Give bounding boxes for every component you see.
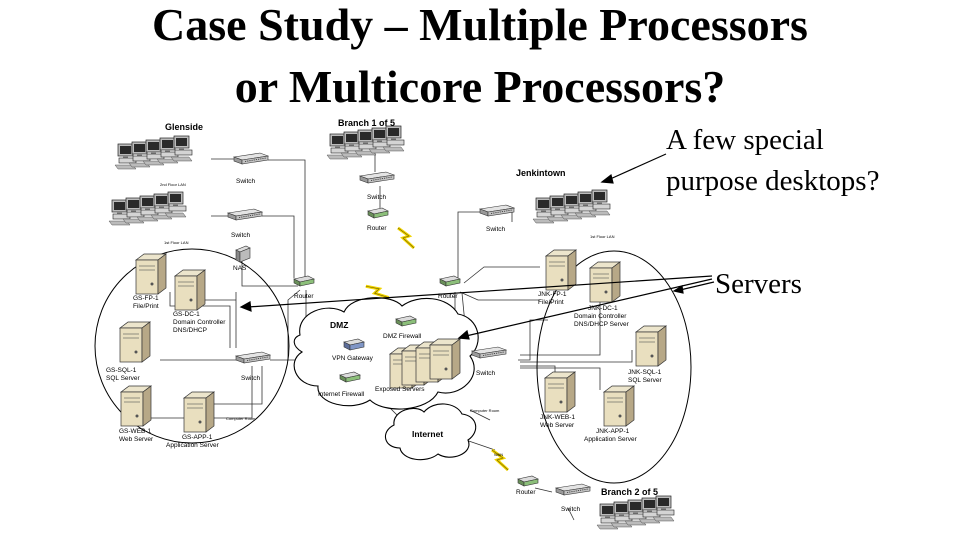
switch-label: Switch	[236, 178, 256, 185]
server-jnk-sql-1: JNK-SQL-1 SQL Server	[628, 325, 667, 384]
svg-text:File/Print: File/Print	[538, 299, 564, 306]
switch-label: Switch	[241, 375, 261, 382]
router-label: Router	[367, 225, 387, 232]
glenside-floor2-switch	[233, 152, 269, 165]
svg-text:JNK-SQL-1: JNK-SQL-1	[628, 369, 662, 376]
site-label-glenside: Glenside	[165, 122, 203, 132]
server-gs-fp-1: GS-FP-1 File/Print	[133, 253, 167, 310]
svg-text:Application Server: Application Server	[166, 442, 220, 449]
nas-label: NAS	[233, 265, 247, 272]
svg-text:JNK-WEB-1: JNK-WEB-1	[540, 414, 575, 421]
jenkintown-switch	[479, 204, 515, 217]
router-label: Router	[294, 293, 314, 300]
wan-link-branch1	[396, 226, 416, 250]
vpn-gateway-label: VPN Gateway	[332, 355, 374, 362]
router-label: Router	[516, 489, 536, 496]
branch2-router	[517, 475, 539, 487]
nas-device	[235, 245, 251, 263]
exposed-servers-label: Exposed Servers	[375, 386, 425, 393]
svg-text:SQL Server: SQL Server	[106, 375, 141, 382]
jenkintown-server-switch	[471, 346, 507, 359]
computer-room-label-jenkintown: Computer Room	[470, 408, 500, 413]
lan-label-gs-floor2: 2nd Floor LAN	[160, 182, 186, 187]
branch2-switch	[555, 483, 591, 496]
glenside-server-ellipse	[94, 248, 290, 444]
branch1-switch	[359, 171, 395, 184]
jenkintown-desktops	[533, 190, 610, 223]
server-jnk-web-1: JNK-WEB-1 Web Server	[540, 371, 576, 429]
server-gs-sql-1: GS-SQL-1 SQL Server	[106, 321, 151, 382]
annotation-arrows	[239, 153, 715, 340]
svg-text:Application Server: Application Server	[584, 436, 638, 443]
wan-label: WAN	[494, 452, 503, 457]
svg-text:Domain Controller: Domain Controller	[574, 313, 627, 320]
switch-label: Switch	[561, 506, 581, 513]
switch-label: Switch	[231, 232, 251, 239]
server-gs-app-1: GS-APP-1 Application Server	[166, 391, 220, 449]
branch1-router	[367, 207, 389, 219]
internet-label: Internet	[412, 429, 443, 439]
glenside-server-switch	[235, 351, 271, 364]
glenside-floor1-switch	[227, 208, 263, 221]
svg-text:GS-APP-1: GS-APP-1	[182, 434, 213, 441]
desktops-note-line-1: A few special	[666, 124, 824, 156]
router-label: Router	[438, 293, 458, 300]
svg-text:Web Server: Web Server	[540, 422, 575, 429]
svg-text:File/Print: File/Print	[133, 303, 159, 310]
glenside-floor2-desktops	[115, 136, 192, 169]
server-gs-web-1: GS-WEB-1 Web Server	[119, 385, 154, 443]
svg-text:Domain Controller: Domain Controller	[173, 319, 226, 326]
svg-text:JNK-FP-1: JNK-FP-1	[538, 291, 567, 298]
svg-text:GS-FP-1: GS-FP-1	[133, 295, 159, 302]
server-jnk-app-1: JNK-APP-1 Application Server	[584, 385, 638, 443]
slide-title-line-2: or Multicore Processors?	[234, 61, 726, 112]
desktops-note-line-2: purpose desktops?	[666, 165, 880, 197]
svg-text:DNS/DHCP Server: DNS/DHCP Server	[574, 321, 630, 328]
svg-text:GS-WEB-1: GS-WEB-1	[119, 428, 152, 435]
svg-text:SQL Server: SQL Server	[628, 377, 663, 384]
switch-label: Switch	[367, 194, 387, 201]
server-jnk-fp-1: JNK-FP-1 File/Print	[538, 249, 577, 306]
switch-label: Switch	[486, 226, 506, 233]
site-label-branch2: Branch 2 of 5	[601, 487, 658, 497]
lan-label-jnk-floor1: 1st Floor LAN	[590, 234, 615, 239]
server-jnk-dc-1: JNK-DC-1 Domain Controller DNS/DHCP Serv…	[574, 261, 630, 328]
site-label-branch1: Branch 1 of 5	[338, 118, 395, 128]
svg-text:DNS/DHCP: DNS/DHCP	[173, 327, 207, 334]
glenside-router	[293, 275, 315, 287]
server-gs-dc-1: GS-DC-1 Domain Controller DNS/DHCP	[173, 269, 226, 334]
site-label-jenkintown: Jenkintown	[516, 168, 566, 178]
svg-text:GS-DC-1: GS-DC-1	[173, 311, 200, 318]
svg-text:JNK-APP-1: JNK-APP-1	[596, 428, 630, 435]
internet-cloud	[384, 403, 477, 461]
computer-room-label-glenside: Computer Room	[226, 416, 256, 421]
glenside-floor1-desktops	[109, 192, 186, 225]
dmz-label: DMZ	[330, 320, 348, 330]
svg-text:GS-SQL-1: GS-SQL-1	[106, 367, 137, 374]
internet-firewall-label: Internet Firewall	[318, 391, 365, 398]
slide-title-line-1: Case Study – Multiple Processors	[152, 0, 808, 50]
jenkintown-server-ellipse	[536, 250, 692, 484]
svg-text:Web Server: Web Server	[119, 436, 154, 443]
branch2-desktops	[597, 496, 674, 529]
switch-label: Switch	[476, 370, 496, 377]
jenkintown-router	[439, 275, 461, 287]
vpn-gateway	[343, 338, 365, 351]
svg-text:JNK-DC-1: JNK-DC-1	[588, 305, 618, 312]
branch1-desktops	[327, 126, 404, 159]
lan-label-gs-floor1: 1st Floor LAN	[164, 240, 189, 245]
servers-note: Servers	[715, 268, 802, 300]
dmz-firewall-label: DMZ Firewall	[383, 333, 422, 340]
